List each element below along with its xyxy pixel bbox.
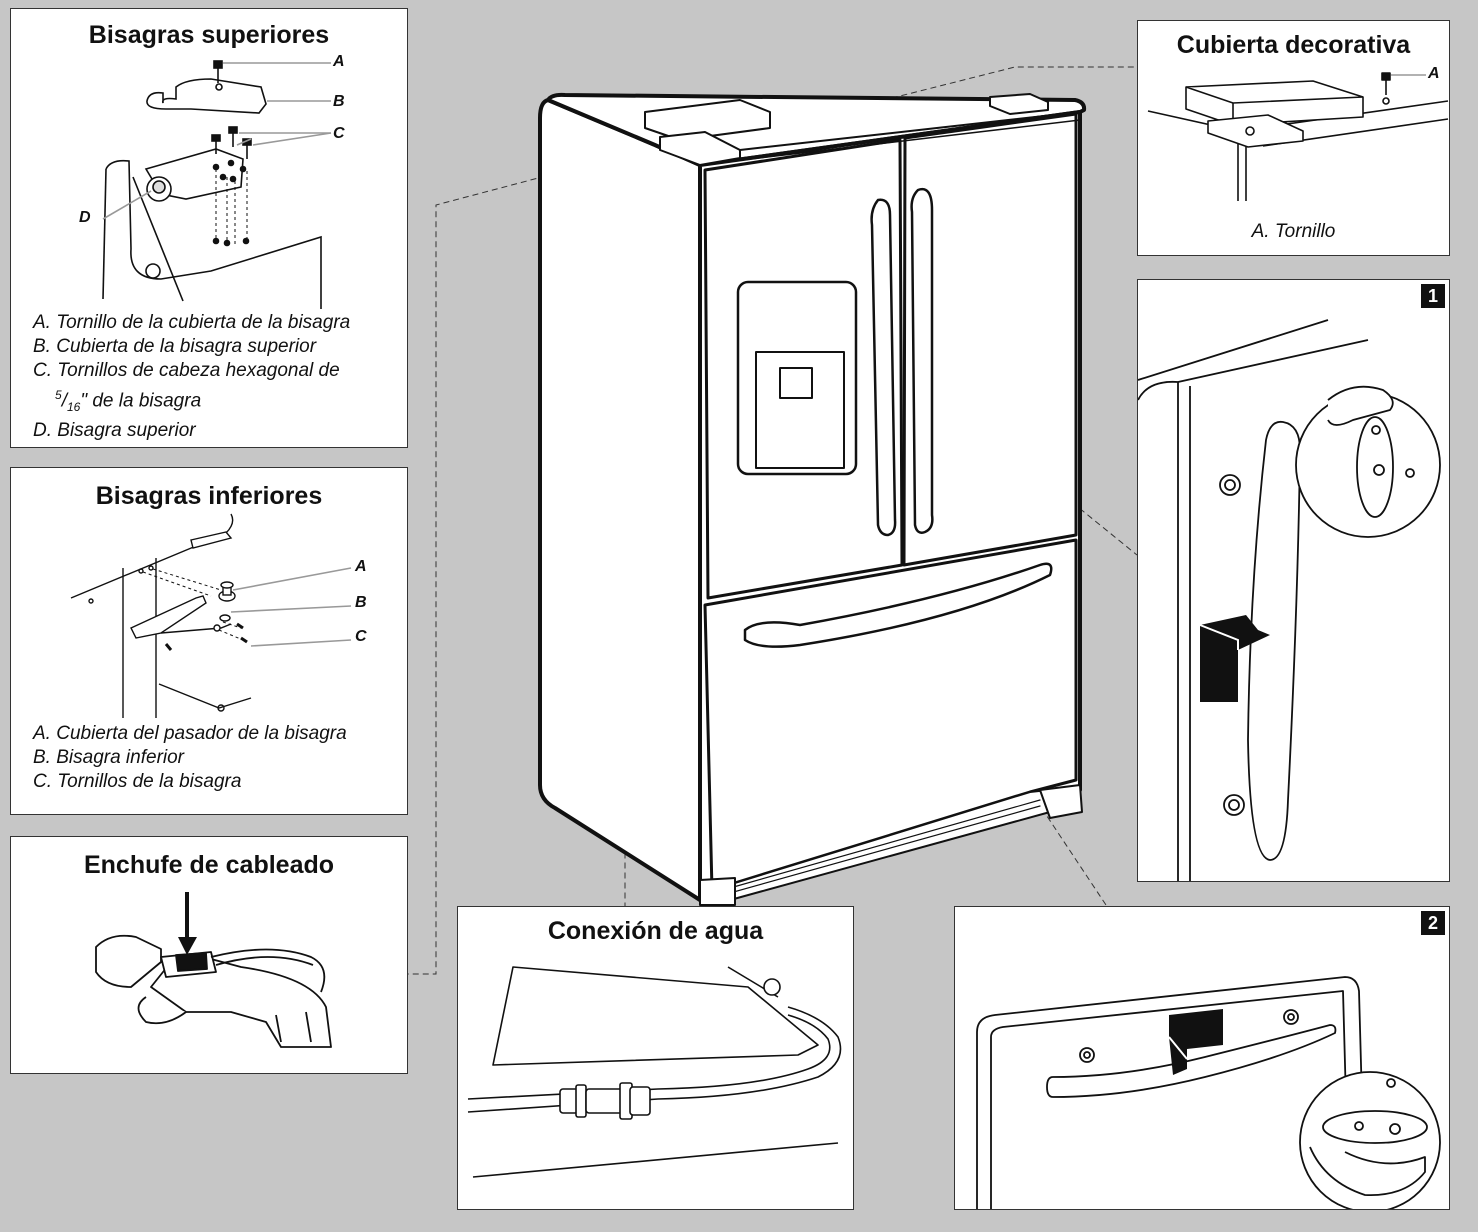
step1-drawing	[1138, 319, 1441, 881]
step1-badge: 1	[1421, 284, 1445, 308]
wiring-plug-panel: Enchufe de cableado	[10, 836, 408, 1074]
legend-item-a: A. Tornillo de la cubierta de la bisagra	[33, 312, 351, 333]
bottom-hinges-panel: Bisagras inferiores	[10, 467, 408, 815]
water-connection-title: Conexión de agua	[547, 917, 764, 945]
decorative-cover-panel: Cubierta decorativa A A. Tornillo	[1137, 20, 1450, 256]
bottom-hinges-title: Bisagras inferiores	[95, 482, 323, 510]
top-hinge-letter-a: A	[333, 53, 345, 70]
top-hinge-letter-c: C	[333, 125, 345, 142]
decorative-cover-title: Cubierta decorativa	[1176, 31, 1411, 59]
step1-panel: 1	[1137, 279, 1450, 882]
top-hinges-title: Bisagras superiores	[88, 21, 330, 49]
fraction-denominator: 16	[66, 400, 81, 415]
water-connection-panel: Conexión de agua	[457, 906, 854, 1210]
step2-panel: 2	[954, 906, 1450, 1210]
bottom-hinge-letter-c: C	[355, 628, 367, 645]
wiring-plug-drawing	[95, 892, 332, 1048]
top-hinge-drawing	[102, 60, 332, 309]
bottom-hinge-drawing	[70, 513, 352, 718]
legend-item-b: B. Bisagra inferior	[33, 747, 185, 768]
top-hinge-letter-b: B	[333, 93, 345, 110]
legend-item-a: A. Cubierta del pasador de la bisagra	[33, 723, 347, 744]
bottom-hinges-legend: A. Cubierta del pasador de la bisagra B.…	[33, 722, 347, 794]
bottom-hinge-letter-a: A	[355, 558, 367, 575]
legend-item-d: D. Bisagra superior	[33, 420, 196, 442]
step2-badge: 2	[1421, 911, 1445, 935]
decorative-cover-letter-a: A	[1428, 65, 1440, 82]
bottom-hinge-letter-b: B	[355, 594, 367, 611]
legend-item-c-cont: 5/16" de la bisagra	[55, 388, 202, 415]
decorative-cover-caption: A. Tornillo	[1251, 221, 1336, 242]
water-connection-drawing	[467, 966, 842, 1178]
top-hinge-letter-d: D	[79, 209, 91, 226]
legend-item-c: C. Tornillos de cabeza hexagonal de	[33, 360, 340, 381]
legend-item-c: C. Tornillos de la bisagra	[33, 771, 242, 792]
legend-item-c-rest: " de la bisagra	[80, 390, 202, 412]
step2-drawing	[976, 976, 1441, 1209]
top-hinges-panel: Bisagras superiores	[10, 8, 408, 448]
top-hinges-legend: A. Tornillo de la cubierta de la bisagra…	[33, 311, 350, 443]
fraction-numerator: 5	[55, 388, 62, 402]
wiring-plug-title: Enchufe de cableado	[83, 851, 335, 879]
legend-item-b: B. Cubierta de la bisagra superior	[33, 336, 317, 357]
decorative-cover-drawing	[1147, 72, 1449, 201]
